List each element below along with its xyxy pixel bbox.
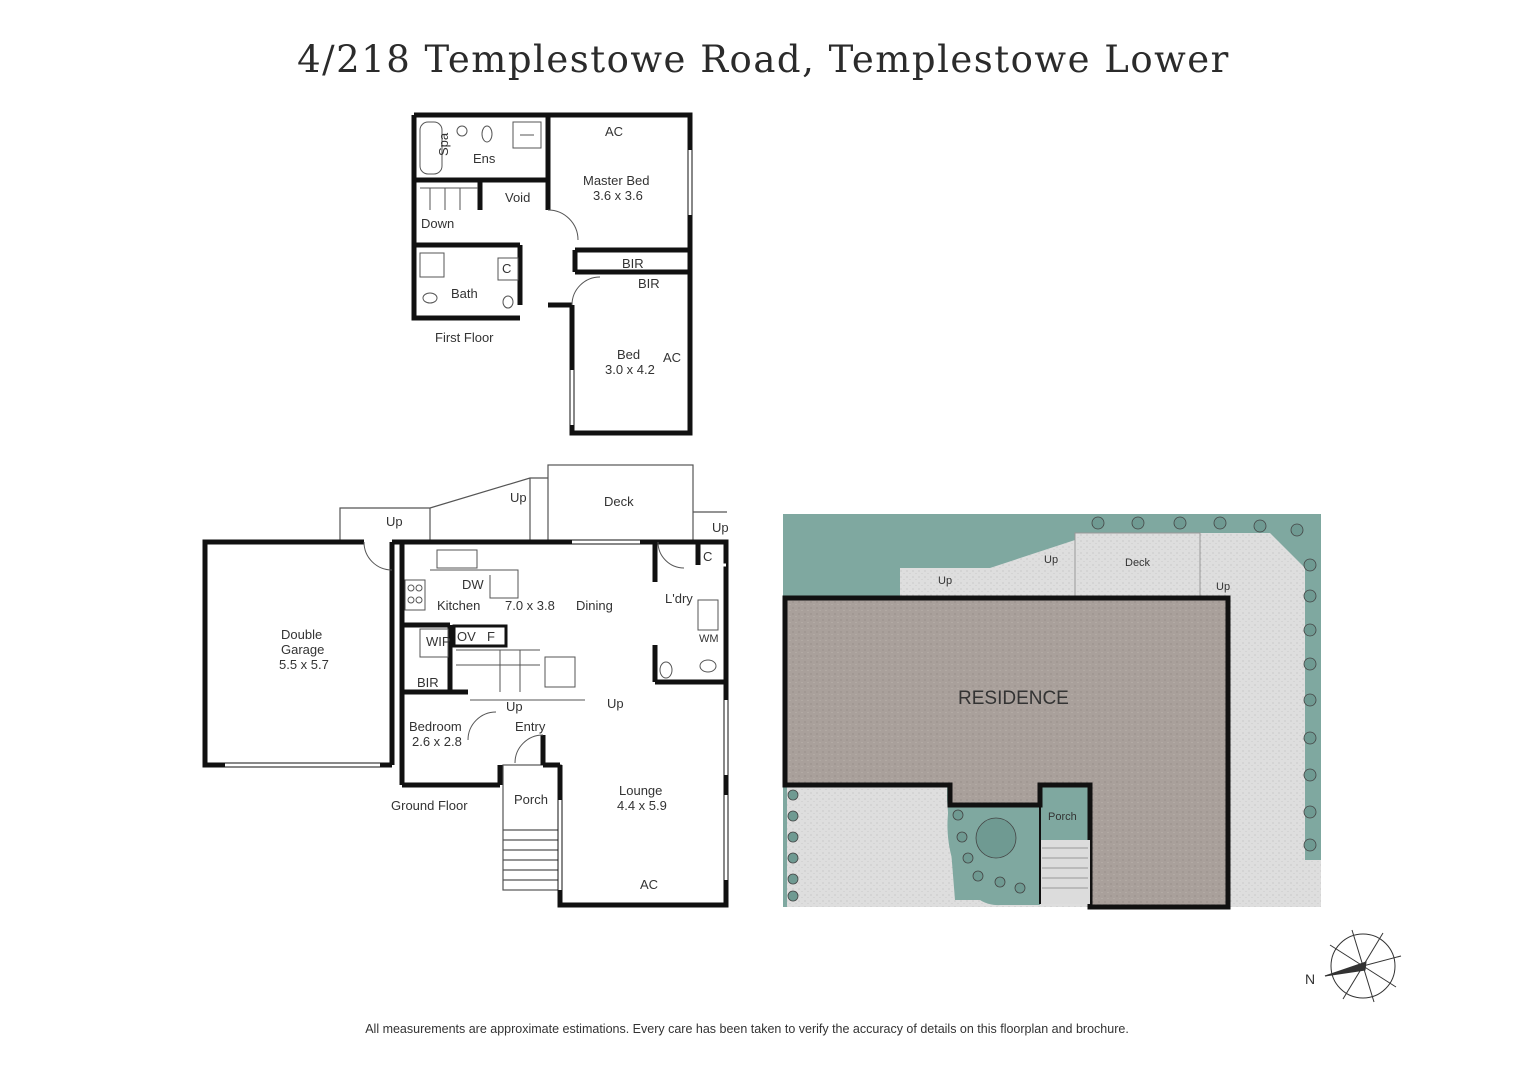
ground-floor-fixtures: [225, 540, 728, 890]
up-label-3: Up: [712, 520, 729, 535]
bir-label-1: BIR: [622, 256, 644, 271]
porch-label: Porch: [514, 792, 548, 807]
up-label-4: Up: [506, 699, 523, 714]
lounge-size: 4.4 x 5.9: [617, 798, 667, 813]
wip-label: WIP: [426, 634, 451, 649]
garden-shrubs: [787, 516, 1317, 902]
ground-floor-walls: [202, 539, 729, 908]
double-garage-label: Double: [281, 627, 322, 642]
up-label-1: Up: [510, 490, 527, 505]
void-label: Void: [505, 190, 530, 205]
site-deck: [1074, 532, 1201, 599]
cupboard-label-ground: C: [703, 549, 712, 564]
bedroom-size: 2.6 x 2.8: [412, 734, 462, 749]
bedroom-label: Bedroom: [409, 719, 462, 734]
disclaimer-text: All measurements are approximate estimat…: [365, 1022, 1129, 1036]
fridge-label: F: [487, 629, 495, 644]
master-bed-label: Master Bed: [583, 173, 649, 188]
garage-size: 5.5 x 5.7: [279, 657, 329, 672]
garage-label: Garage: [281, 642, 324, 657]
site-plan: RESIDENCE Deck Porch Up Up Up: [782, 514, 1321, 910]
deck-label: Deck: [604, 494, 634, 509]
bath-label: Bath: [451, 286, 478, 301]
site-up-label-2: Up: [1044, 554, 1058, 566]
up-label-2: Up: [386, 514, 403, 529]
first-floor-label: First Floor: [435, 330, 494, 345]
ground-floor-plan: Deck Up Up Up C Double Garage 5.5 x 5.7 …: [202, 464, 729, 908]
compass-north-label: N: [1305, 971, 1315, 987]
kitchen-size: 7.0 x 3.8: [505, 598, 555, 613]
compass-icon: N: [1305, 929, 1402, 1003]
site-up-label-3: Up: [1216, 581, 1230, 593]
kitchen-label: Kitchen: [437, 598, 480, 613]
up-label-5: Up: [607, 696, 624, 711]
dishwasher-label: DW: [462, 577, 484, 592]
ground-floor-label: Ground Floor: [391, 798, 468, 813]
oven-label: OV: [457, 629, 476, 644]
lounge-label: Lounge: [619, 783, 662, 798]
entry-label: Entry: [515, 719, 546, 734]
cupboard-label: C: [502, 261, 511, 276]
ground-floor-outdoor: [339, 464, 727, 891]
bed-size: 3.0 x 4.2: [605, 362, 655, 377]
bed-label: Bed: [617, 347, 640, 362]
spa-label: Spa: [436, 132, 451, 156]
first-floor-plan: Spa Ens Void Down Bath C AC Master Bed 3…: [411, 112, 693, 436]
ac-label-bed: AC: [663, 350, 681, 365]
first-floor-walls: [411, 112, 693, 436]
site-porch-label: Porch: [1048, 811, 1077, 823]
first-floor-fixtures: [419, 121, 692, 425]
washing-machine-label: WM: [699, 633, 719, 645]
dining-label: Dining: [576, 598, 613, 613]
ens-label: Ens: [473, 151, 496, 166]
ac-label-master: AC: [605, 124, 623, 139]
laundry-label: L'dry: [665, 591, 693, 606]
site-deck-label: Deck: [1125, 557, 1151, 569]
ac-label-lounge: AC: [640, 877, 658, 892]
porch-steps: [1042, 847, 1088, 889]
site-up-label-1: Up: [938, 575, 952, 587]
bir-label-ground: BIR: [417, 675, 439, 690]
bir-label-2: BIR: [638, 276, 660, 291]
page-title: 4/218 Templestowe Road, Templestowe Lowe…: [297, 38, 1230, 81]
master-bed-size: 3.6 x 3.6: [593, 188, 643, 203]
down-label: Down: [421, 216, 454, 231]
residence-label: RESIDENCE: [958, 688, 1069, 709]
